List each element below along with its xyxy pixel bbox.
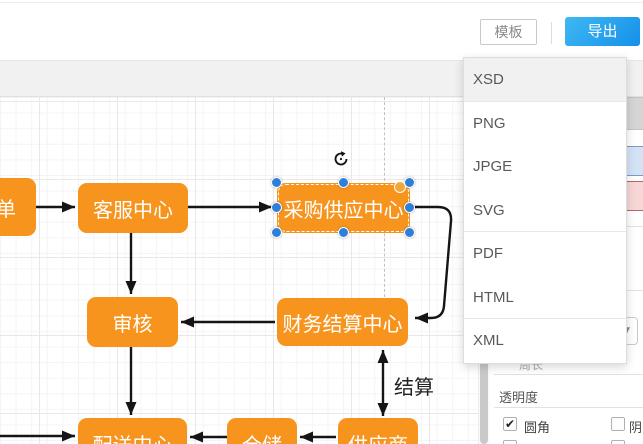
format-handle[interactable] <box>394 181 406 193</box>
node-review[interactable]: 审核 <box>87 297 178 347</box>
rounded-corner-checkbox[interactable]: ✔ <box>503 417 517 431</box>
node-warehouse[interactable]: 仓储 <box>227 418 297 444</box>
menu-item-html[interactable]: HTML <box>464 276 626 319</box>
clipped-checkbox[interactable] <box>611 440 625 444</box>
node-procurement-selected[interactable]: 采购供应中心 <box>277 183 410 233</box>
resize-handle-w[interactable] <box>271 202 282 213</box>
node-customer-service[interactable]: 客服中心 <box>78 183 188 233</box>
node-distribution[interactable]: 配送中心 <box>78 418 187 444</box>
chevron-down-icon: ▼ <box>622 325 632 336</box>
resize-handle-sw[interactable] <box>271 227 282 238</box>
resize-handle-nw[interactable] <box>271 177 282 188</box>
shadow-checkbox[interactable] <box>611 417 625 431</box>
opacity-label: 透明度 <box>499 390 539 405</box>
menu-item-jpge[interactable]: JPGE <box>473 158 513 175</box>
export-button[interactable]: 导出 <box>565 17 640 46</box>
edge-label-settlement[interactable]: 结算 <box>394 377 434 399</box>
panel-divider <box>494 374 643 375</box>
header-button-divider <box>551 22 552 44</box>
vertical-scrollbar-thumb[interactable] <box>480 352 488 444</box>
menu-item-png[interactable]: PNG <box>473 114 506 132</box>
template-button[interactable]: 模板 <box>480 19 537 45</box>
menu-item-pdf[interactable]: PDF <box>473 245 503 262</box>
panel-divider <box>494 407 643 408</box>
diagram-canvas[interactable]: 单 客服中心 采购供应中心 审核 财务结算中心 配送中心 仓储 供应商 结算 <box>0 97 478 444</box>
menu-item-xml[interactable]: XML <box>473 332 504 349</box>
shadow-label: 阴影 <box>629 420 643 435</box>
menu-item-xsd[interactable]: XSD <box>464 58 626 102</box>
node-order[interactable]: 单 <box>0 178 36 236</box>
rounded-corner-label: 圆角 <box>524 420 551 435</box>
top-border <box>0 2 643 3</box>
resize-handle-s[interactable] <box>338 227 349 238</box>
edge-procurement-to-finance <box>410 205 453 324</box>
menu-item-svg[interactable]: SVG <box>464 189 626 232</box>
rotate-icon[interactable] <box>332 150 350 168</box>
export-dropdown-menu: XSD PNG JPGE SVG PDF HTML XML <box>463 57 627 364</box>
resize-handle-e[interactable] <box>404 202 415 213</box>
clipped-checkbox[interactable] <box>503 440 517 444</box>
resize-handle-se[interactable] <box>404 227 415 238</box>
node-finance[interactable]: 财务结算中心 <box>277 298 408 346</box>
resize-handle-n[interactable] <box>338 177 349 188</box>
node-supplier[interactable]: 供应商 <box>338 418 418 444</box>
